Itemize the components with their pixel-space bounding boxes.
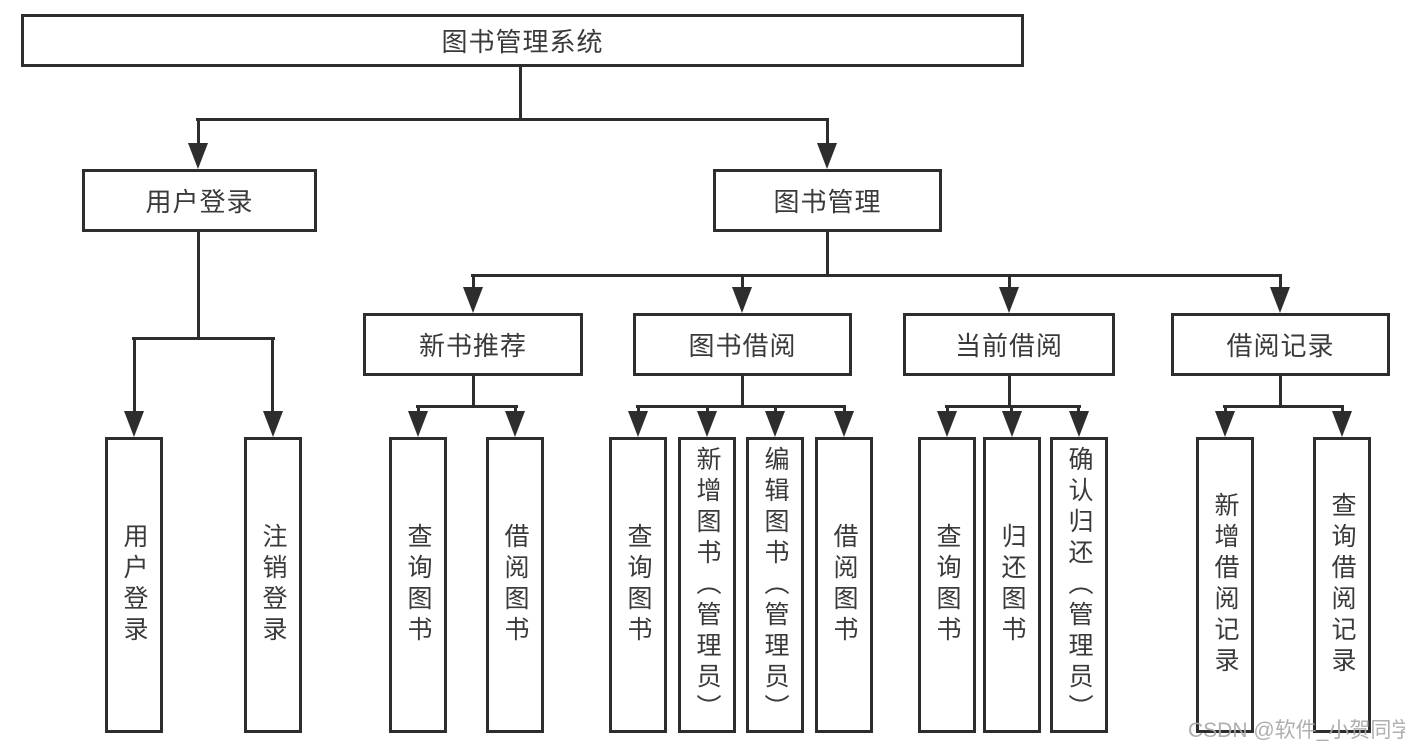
arrow-down-icon: [697, 411, 717, 437]
arrow-down-icon: [937, 411, 957, 437]
leaf-query-books-current: 查询图书: [918, 437, 976, 733]
connector-stem: [1010, 405, 1013, 416]
leaf-label: 查询图书: [624, 523, 652, 647]
connector-stem: [843, 405, 846, 416]
arrow-down-icon: [124, 411, 144, 437]
leaf-label: 借阅图书: [830, 523, 858, 647]
node-book-borrow-label: 图书借阅: [688, 331, 797, 361]
leaf-edit-book-admin: 编辑图书（管理员）: [746, 437, 804, 733]
connector-leaf-horizontal: [945, 405, 1081, 408]
connector-stem: [1341, 405, 1344, 416]
arrow-down-icon: [732, 287, 752, 313]
leaf-label: 确认归还（管理员）: [1065, 445, 1093, 725]
csdn-watermark: CSDN @软件_小贺同学: [1188, 719, 1405, 742]
connector-leaf-horizontal: [636, 405, 846, 408]
connector-book-mgmt-drop: [826, 232, 829, 277]
connector-stem: [826, 118, 829, 146]
arrow-down-icon: [999, 287, 1019, 313]
node-current-borrow: 当前借阅: [903, 313, 1115, 376]
connector-stem: [1008, 274, 1011, 290]
arrow-down-icon: [1002, 411, 1022, 437]
leaf-query-borrow-record: 查询借阅记录: [1313, 437, 1371, 733]
connector-stem: [1279, 274, 1282, 290]
node-book-borrow: 图书借阅: [633, 313, 852, 376]
leaf-borrow-books-recommend: 借阅图书: [486, 437, 544, 733]
connector-drop: [1279, 376, 1282, 408]
connector-l2-horizontal: [471, 274, 1282, 277]
leaf-user-login: 用户登录: [105, 437, 163, 733]
connector-stem: [271, 337, 274, 417]
connector-user-login-horizontal: [132, 337, 275, 340]
leaf-label: 查询图书: [933, 523, 961, 647]
connector-stem: [514, 405, 517, 416]
connector-drop: [472, 376, 475, 408]
leaf-label: 查询图书: [404, 523, 432, 647]
connector-leaf-horizontal: [1223, 405, 1344, 408]
connector-stem: [417, 405, 420, 416]
connector-stem: [1224, 405, 1227, 416]
arrow-down-icon: [263, 411, 283, 437]
arrow-down-icon: [1332, 411, 1352, 437]
arrow-down-icon: [1069, 411, 1089, 437]
connector-stem: [706, 405, 709, 416]
connector-stem: [1077, 405, 1080, 416]
connector-stem: [197, 118, 200, 146]
leaf-return-book: 归还图书: [983, 437, 1041, 733]
leaf-label: 查询借阅记录: [1328, 492, 1356, 678]
leaf-logout: 注销登录: [244, 437, 302, 733]
connector-stem: [774, 405, 777, 416]
leaf-label: 新增借阅记录: [1211, 492, 1239, 678]
leaf-add-book-admin: 新增图书（管理员）: [678, 437, 736, 733]
node-root: 图书管理系统: [21, 14, 1024, 67]
connector-stem: [472, 274, 475, 290]
node-user-login-label: 用户登录: [145, 187, 254, 217]
connector-stem: [637, 405, 640, 416]
node-book-mgmt-label: 图书管理: [773, 187, 882, 217]
connector-stem: [133, 337, 136, 417]
node-root-label: 图书管理系统: [441, 27, 604, 57]
leaf-confirm-return-admin: 确认归还（管理员）: [1050, 437, 1108, 733]
leaf-label: 编辑图书（管理员）: [761, 445, 789, 725]
connector-leaf-horizontal: [416, 405, 518, 408]
connector-stem: [741, 274, 744, 290]
connector-drop: [741, 376, 744, 408]
leaf-label: 用户登录: [120, 523, 148, 647]
arrow-down-icon: [463, 287, 483, 313]
arrow-down-icon: [1270, 287, 1290, 313]
node-book-mgmt: 图书管理: [713, 169, 942, 232]
connector-user-login-drop: [197, 232, 200, 340]
arrow-down-icon: [765, 411, 785, 437]
arrow-down-icon: [817, 143, 837, 169]
connector-root-drop: [519, 67, 522, 121]
leaf-label: 新增图书（管理员）: [693, 445, 721, 725]
node-current-borrow-label: 当前借阅: [954, 331, 1063, 361]
arrow-down-icon: [505, 411, 525, 437]
leaf-label: 借阅图书: [501, 523, 529, 647]
node-new-book-recommend-label: 新书推荐: [418, 331, 527, 361]
arrow-down-icon: [188, 143, 208, 169]
arrow-down-icon: [834, 411, 854, 437]
leaf-query-books-recommend: 查询图书: [389, 437, 447, 733]
node-new-book-recommend: 新书推荐: [363, 313, 583, 376]
connector-drop: [1008, 376, 1011, 408]
leaf-add-borrow-record: 新增借阅记录: [1196, 437, 1254, 733]
arrow-down-icon: [408, 411, 428, 437]
node-borrow-records-label: 借阅记录: [1226, 331, 1335, 361]
leaf-borrow-books: 借阅图书: [815, 437, 873, 733]
connector-stem: [946, 405, 949, 416]
node-user-login: 用户登录: [82, 169, 317, 232]
leaf-label: 归还图书: [998, 523, 1026, 647]
leaf-label: 注销登录: [259, 523, 287, 647]
node-borrow-records: 借阅记录: [1171, 313, 1390, 376]
arrow-down-icon: [1215, 411, 1235, 437]
leaf-query-books-borrow: 查询图书: [609, 437, 667, 733]
connector-l1-horizontal: [196, 118, 829, 121]
arrow-down-icon: [628, 411, 648, 437]
